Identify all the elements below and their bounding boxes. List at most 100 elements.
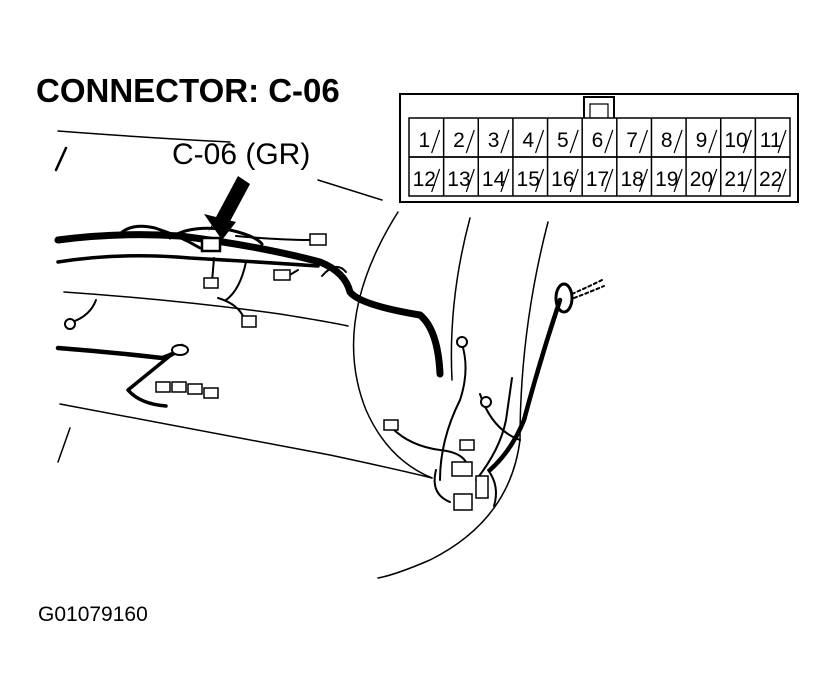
pin-label-7: 7 — [626, 129, 638, 152]
pin-label-16: 16 — [551, 168, 574, 191]
pin-terminal-mark — [777, 168, 787, 193]
console-wire-1 — [439, 343, 467, 481]
plug-row-1 — [155, 381, 171, 393]
connector-callout-label: C-06 (GR) — [172, 138, 311, 171]
pin-terminal-mark — [569, 129, 579, 154]
figure-code: G01079160 — [38, 603, 148, 626]
dashboard-left-edge — [57, 427, 71, 463]
pin-terminal-mark — [638, 129, 649, 154]
branch-small-loop — [321, 265, 347, 277]
console-left-curve — [352, 211, 433, 479]
pin-label-5: 5 — [557, 129, 569, 152]
plug-row-3 — [187, 383, 203, 395]
pin-dividers — [442, 118, 757, 196]
ground-terminal — [64, 318, 76, 330]
pin-terminal-mark — [604, 168, 614, 193]
pin-label-1: 1 — [418, 129, 430, 152]
pin-label-9: 9 — [696, 129, 708, 152]
pin-label-4: 4 — [522, 129, 534, 152]
pin-label-13: 13 — [447, 168, 470, 191]
pin-terminal-mark — [500, 129, 510, 154]
plug-c06 — [200, 236, 222, 253]
console-wire-7 — [487, 469, 497, 507]
pin-label-10: 10 — [724, 129, 747, 152]
harness-lower-branch — [56, 254, 320, 268]
pin-terminal-mark — [465, 129, 475, 154]
pin-terminal-mark — [534, 168, 545, 193]
console-ground-terminal-2 — [480, 396, 492, 408]
connector-lock-tab — [583, 96, 615, 118]
pin-terminal-mark — [431, 168, 441, 193]
pin-label-17: 17 — [586, 168, 609, 191]
lower-left-loop — [126, 344, 184, 408]
pin-label-22: 22 — [759, 168, 782, 191]
pin-terminal-mark — [569, 168, 579, 193]
branch-to-plug-mid — [225, 261, 247, 301]
pin-terminal-mark — [708, 129, 718, 154]
pin-terminal-mark — [534, 129, 545, 154]
console-ground-terminal — [456, 336, 468, 348]
console-inner-curve — [450, 217, 471, 381]
dashboard-top-edge — [57, 130, 231, 143]
callout-arrow-head — [204, 214, 236, 240]
plug-console-side — [475, 475, 489, 499]
pin-label-20: 20 — [690, 168, 713, 191]
lower-left-harness — [55, 343, 185, 361]
pin-terminal-mark — [777, 129, 787, 154]
ground-wire — [71, 299, 97, 323]
plug-console-lower — [451, 461, 473, 477]
grommet — [554, 282, 574, 314]
dashboard-top-edge-right — [317, 179, 383, 201]
plug-row-2 — [171, 381, 187, 393]
pin-terminal-mark — [673, 129, 683, 154]
plug-console-mid — [459, 439, 475, 451]
branch-to-upper-plug — [235, 235, 311, 241]
harness-loop-2 — [168, 226, 264, 246]
pin-terminal-mark — [638, 168, 649, 193]
pin-label-11: 11 — [760, 129, 782, 152]
pin-label-6: 6 — [592, 129, 604, 152]
pin-label-18: 18 — [620, 168, 643, 191]
pin-terminal-mark — [465, 168, 475, 193]
dashboard-lower-line — [59, 403, 433, 479]
pin-label-14: 14 — [482, 168, 506, 191]
grommet-wire-2 — [573, 285, 605, 299]
plug-console-upper — [383, 419, 399, 431]
dashboard-mid-line — [63, 291, 349, 327]
pin-label-2: 2 — [453, 129, 465, 152]
connector-face — [399, 93, 799, 203]
plug-console-bottom — [453, 493, 473, 511]
console-wire-5 — [475, 377, 513, 481]
pin-label-19: 19 — [655, 168, 678, 191]
plug-left — [203, 277, 219, 289]
console-wire-2 — [487, 297, 563, 473]
plug-lower — [241, 315, 257, 328]
pin-terminal-mark — [500, 168, 510, 193]
pin-label-21: 21 — [724, 168, 747, 191]
pin-terminal-mark — [673, 168, 683, 193]
pin-terminal-mark — [742, 129, 752, 154]
diagram-title: CONNECTOR: C-06 — [36, 72, 340, 109]
plug-upper-right — [309, 233, 327, 246]
pin-terminal-mark — [604, 129, 614, 154]
pin-label-8: 8 — [661, 129, 673, 152]
connector-lock-tab-inner — [589, 103, 609, 118]
pin-terminal-mark — [742, 168, 752, 193]
dash-corner-mark — [54, 146, 68, 172]
pin-terminal-mark — [708, 168, 718, 193]
console-right-curve — [377, 221, 549, 579]
harness-clip — [171, 344, 189, 356]
pin-label-15: 15 — [517, 168, 540, 191]
harness-loop — [116, 224, 202, 250]
console-wire-6 — [433, 469, 451, 503]
console-wire-3 — [391, 427, 467, 463]
connector-housing — [399, 93, 799, 203]
pin-terminal-mark — [431, 129, 441, 154]
main-harness — [54, 231, 444, 378]
grommet-wire — [571, 279, 603, 295]
pin-label-12: 12 — [413, 168, 436, 191]
plug-row-4 — [203, 387, 219, 399]
pin-label-3: 3 — [488, 129, 500, 152]
